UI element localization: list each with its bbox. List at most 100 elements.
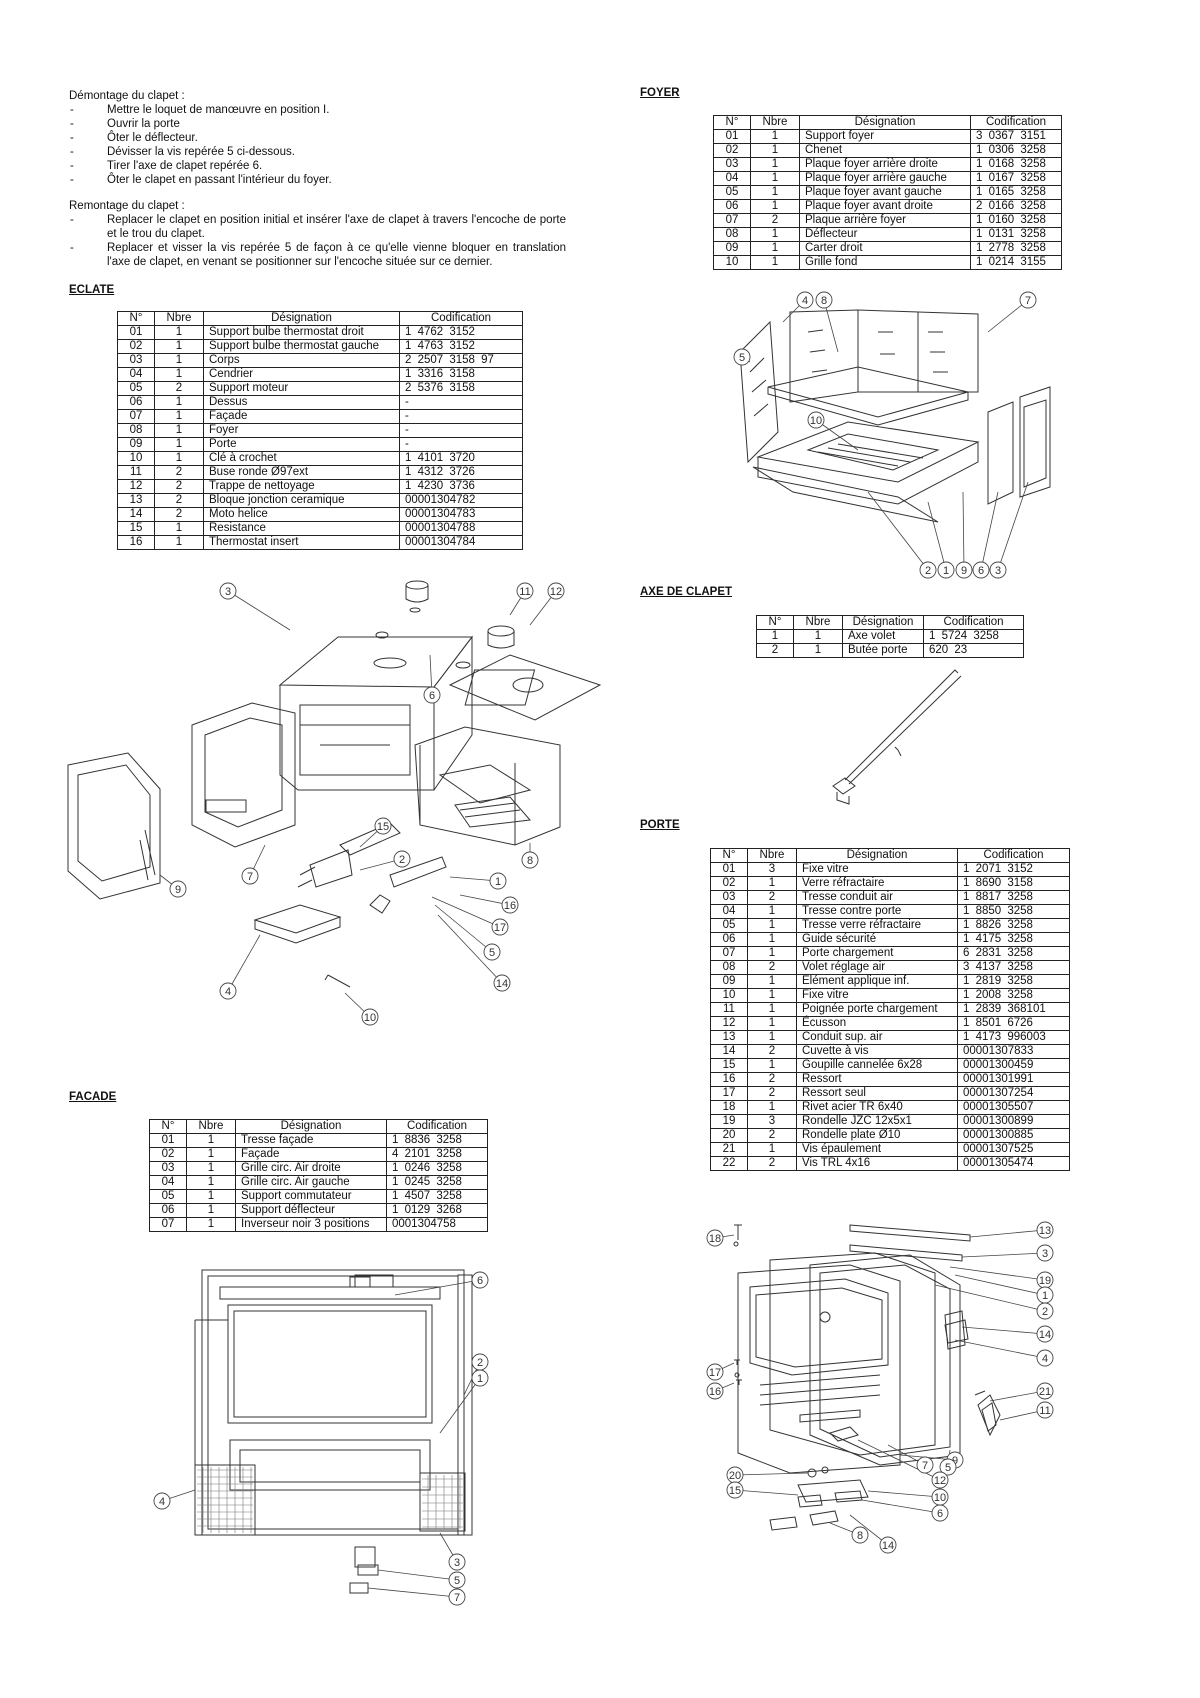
- designation-cell: Carter droit: [799, 241, 971, 256]
- designation-cell: Foyer: [203, 423, 400, 438]
- quantity-cell: 2: [747, 1044, 797, 1059]
- column-header: Codification: [970, 115, 1062, 130]
- callout-label: 4: [225, 986, 231, 998]
- part-number-cell: 08: [117, 423, 155, 438]
- callout-label: 14: [882, 1540, 894, 1552]
- quantity-cell: 1: [747, 1058, 797, 1073]
- callout-label: 1: [1042, 1290, 1048, 1302]
- codification-cell: -: [399, 437, 523, 452]
- designation-cell: Inverseur noir 3 positions: [235, 1217, 387, 1232]
- part-number-cell: 11: [117, 465, 155, 480]
- callout-circle: [548, 583, 564, 599]
- quantity-cell: 1: [186, 1133, 236, 1148]
- codification-cell: 1 8817 3258: [957, 890, 1070, 905]
- designation-cell: Grille circ. Air gauche: [235, 1175, 387, 1190]
- callout-circle: [990, 562, 1006, 578]
- codification-cell: 2 0166 3258: [970, 199, 1062, 214]
- callout-circle: [938, 562, 954, 578]
- part-number-cell: 03: [713, 157, 751, 172]
- part-number-cell: 01: [117, 325, 155, 340]
- codification-cell: 0001304758: [386, 1217, 488, 1232]
- codification-cell: 1 0306 3258: [970, 143, 1062, 158]
- quantity-cell: 1: [186, 1189, 236, 1204]
- callout-label: 8: [527, 855, 533, 867]
- column-header: Nbre: [154, 311, 204, 326]
- callout-label: 1: [477, 1373, 483, 1385]
- quantity-cell: 1: [750, 171, 800, 186]
- foyer-heading: FOYER: [640, 87, 680, 99]
- callout-label: 14: [1039, 1329, 1051, 1341]
- part-number-cell: 09: [713, 241, 751, 256]
- demontage-step: Mettre le loquet de manœuvre en position…: [69, 103, 569, 117]
- part-number-cell: 04: [710, 904, 748, 919]
- codification-cell: -: [399, 409, 523, 424]
- column-header: Nbre: [186, 1119, 236, 1134]
- designation-cell: Support foyer: [799, 129, 971, 144]
- designation-cell: Rondelle plate Ø10: [796, 1128, 958, 1143]
- part-number-cell: 12: [710, 1016, 748, 1031]
- column-header: Nbre: [747, 848, 797, 863]
- designation-cell: Plaque foyer arrière droite: [799, 157, 971, 172]
- codification-cell: 1 0131 3258: [970, 227, 1062, 242]
- quantity-cell: 1: [186, 1147, 236, 1162]
- designation-cell: Tresse contre porte: [796, 904, 958, 919]
- part-number-cell: 02: [149, 1147, 187, 1162]
- quantity-cell: 1: [747, 918, 797, 933]
- codification-cell: 1 0167 3258: [970, 171, 1062, 186]
- part-number-cell: 20: [710, 1128, 748, 1143]
- callout-circle: [494, 975, 510, 991]
- designation-cell: Goupille cannelée 6x28: [796, 1058, 958, 1073]
- designation-cell: Vis TRL 4x16: [796, 1156, 958, 1171]
- demontage-step: Ouvrir la porte: [69, 117, 569, 131]
- designation-cell: Tresse verre réfractaire: [796, 918, 958, 933]
- callout-label: 11: [1039, 1405, 1050, 1417]
- codification-cell: 620 23: [923, 643, 1024, 658]
- designation-cell: Déflecteur: [799, 227, 971, 242]
- codification-cell: 1 0168 3258: [970, 157, 1062, 172]
- designation-cell: Rondelle JZC 12x5x1: [796, 1114, 958, 1129]
- callout-label: 17: [709, 1367, 721, 1379]
- callout-label: 8: [821, 295, 827, 307]
- codification-cell: 1 0245 3258: [386, 1175, 488, 1190]
- callout-label: 19: [1039, 1275, 1051, 1287]
- callout-circle: [808, 412, 824, 428]
- codification-cell: 2 2507 3158 97: [399, 353, 523, 368]
- quantity-cell: 1: [154, 451, 204, 466]
- callout-label: 18: [709, 1233, 721, 1245]
- codification-cell: -: [399, 423, 523, 438]
- designation-cell: Corps: [203, 353, 400, 368]
- quantity-cell: 1: [154, 367, 204, 382]
- part-number-cell: 08: [710, 960, 748, 975]
- codification-cell: 3 4137 3258: [957, 960, 1070, 975]
- part-number-cell: 02: [117, 339, 155, 354]
- column-header: Codification: [957, 848, 1070, 863]
- part-number-cell: 04: [117, 367, 155, 382]
- callout-label: 16: [504, 900, 516, 912]
- quantity-cell: 1: [154, 521, 204, 536]
- part-number-cell: 13: [117, 493, 155, 508]
- part-number-cell: 06: [117, 395, 155, 410]
- callout-label: 21: [1039, 1386, 1051, 1398]
- callout-label: 6: [429, 690, 435, 702]
- designation-cell: Poignée porte chargement: [796, 1002, 958, 1017]
- callout-circle: [484, 944, 500, 960]
- callout-circle: [1037, 1245, 1053, 1261]
- part-number-cell: 04: [713, 171, 751, 186]
- callout-circle: [375, 818, 391, 834]
- codification-cell: 1 5724 3258: [923, 629, 1024, 644]
- demontage-title: Démontage du clapet :: [69, 90, 185, 102]
